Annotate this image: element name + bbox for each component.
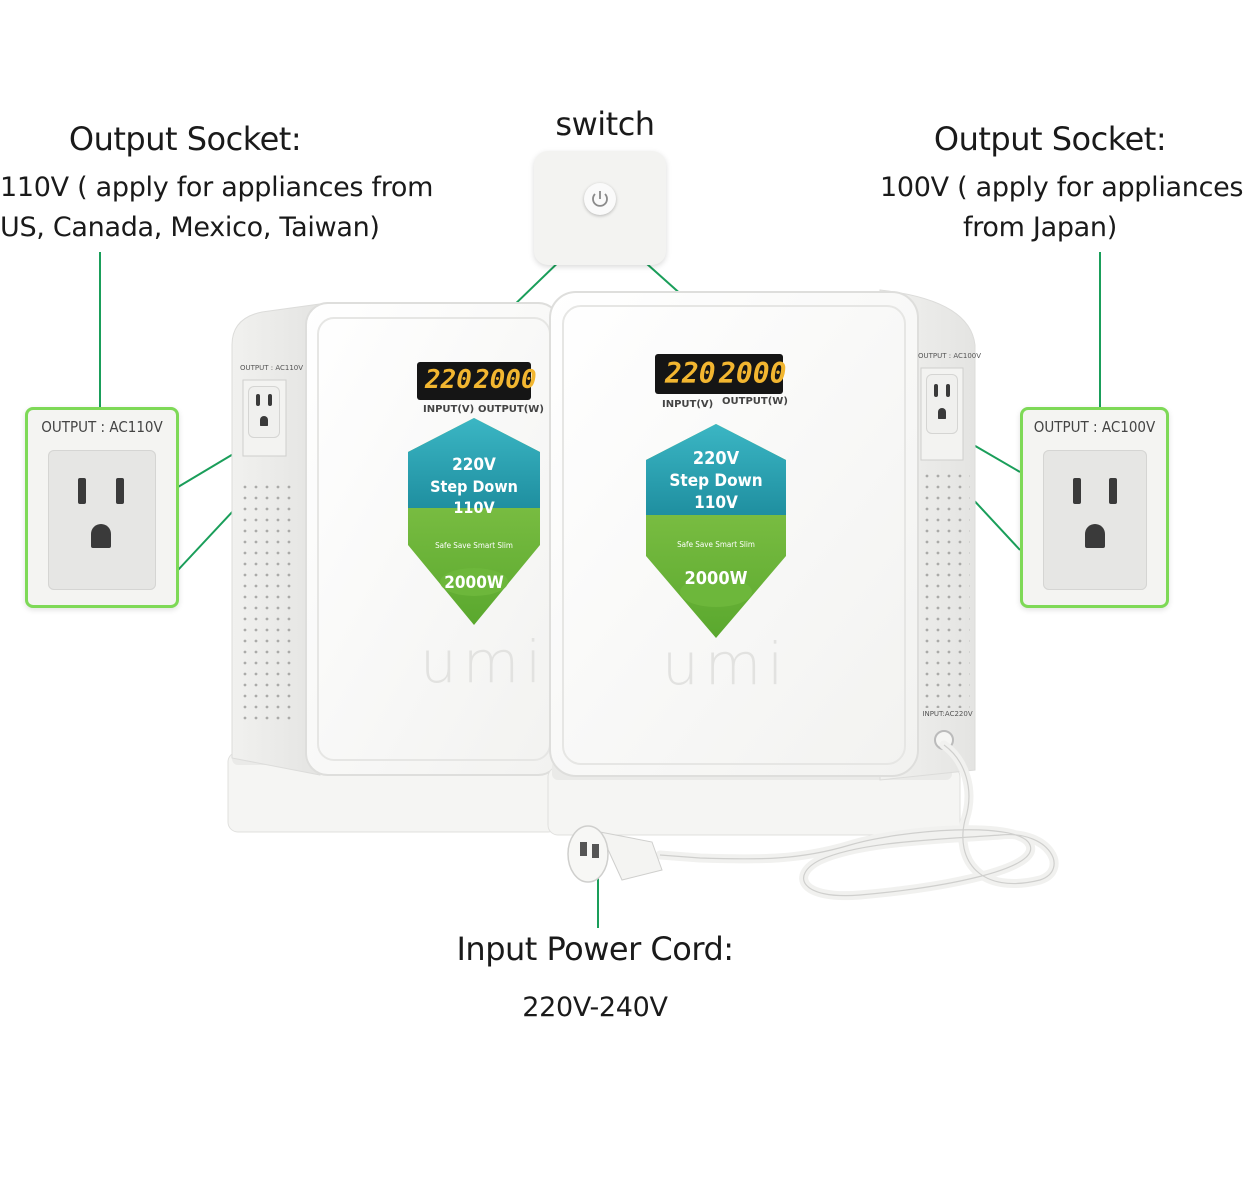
right-caption-output: OUTPUT(W) [722, 396, 788, 407]
outlet-socket-100v [1043, 450, 1147, 590]
right-callout-line1: 100V ( apply for appliances [880, 172, 1243, 203]
right-callout-title: Output Socket: [933, 120, 1167, 158]
right-callout-line2: from Japan) [963, 212, 1117, 243]
left-callout-title: Output Socket: [68, 120, 302, 158]
input-callout-title: Input Power Cord: [456, 930, 734, 968]
right-badge-power: 2000W [684, 568, 748, 589]
right-device [547, 289, 976, 836]
right-device-outlet [926, 374, 958, 434]
right-badge-tagline: Safe Save Smart Slim [677, 540, 755, 549]
left-device-outlet [248, 386, 280, 438]
left-badge-line2: Step Down [430, 477, 518, 496]
outlet-socket-110v [48, 450, 156, 590]
left-socket-closeup: OUTPUT : AC110V [25, 407, 179, 608]
left-socket-label: OUTPUT : AC110V [41, 418, 163, 436]
switch-label: switch [555, 105, 655, 143]
left-device-display: 220 2000 [417, 362, 537, 400]
right-badge-line2: Step Down [669, 471, 763, 491]
right-display-output: 2000 [719, 357, 787, 390]
right-socket-closeup: OUTPUT : AC100V [1020, 407, 1169, 608]
switch-closeup [534, 151, 666, 265]
left-caption-input: INPUT(V) [423, 404, 475, 415]
power-cord-outline [659, 744, 1055, 897]
product-illustration [99, 221, 1101, 928]
right-badge-line1: 220V [692, 448, 740, 469]
left-caption-output: OUTPUT(W) [478, 404, 544, 415]
left-badge-power: 2000W [444, 573, 504, 593]
power-icon [592, 191, 608, 207]
left-badge-tagline: Safe Save Smart Slim [435, 541, 513, 550]
right-device-input-label: INPUT:AC220V [922, 710, 973, 718]
left-brand-logo: umi [420, 628, 548, 696]
power-switch-button[interactable] [584, 183, 616, 215]
input-callout-value: 220V-240V [522, 992, 668, 1023]
left-badge-line1: 220V [452, 455, 496, 475]
right-socket-label: OUTPUT : AC100V [1033, 418, 1156, 436]
right-display-input: 220 [665, 357, 716, 390]
right-device-display: 220 2000 [655, 354, 787, 394]
right-device-side-label: OUTPUT : AC100V [918, 352, 982, 360]
left-callout-line2: US, Canada, Mexico, Taiwan) [0, 212, 380, 243]
left-callout-line1: 110V ( apply for appliances from [0, 172, 434, 203]
left-device-side-label: OUTPUT : AC110V [240, 364, 304, 372]
left-display-input: 220 [425, 365, 472, 395]
left-badge-line3: 110V [453, 498, 495, 517]
right-brand-logo: umi [662, 630, 790, 698]
power-plug [567, 825, 663, 883]
right-badge-line3: 110V [694, 493, 738, 513]
right-caption-input: INPUT(V) [662, 399, 714, 410]
left-display-output: 2000 [474, 365, 537, 395]
